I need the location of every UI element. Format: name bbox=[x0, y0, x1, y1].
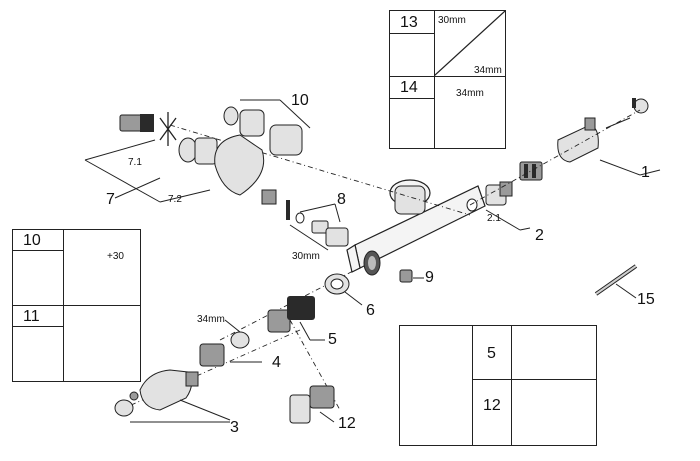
divider bbox=[13, 250, 63, 251]
divider bbox=[511, 326, 512, 445]
box-11-number: 11 bbox=[23, 308, 40, 325]
box-12-number: 12 bbox=[483, 397, 501, 414]
callout-6: 6 bbox=[366, 302, 375, 319]
part-1-thermostatic-handle bbox=[557, 98, 661, 176]
callout-12: 12 bbox=[338, 415, 356, 432]
box-13-diagonal bbox=[434, 11, 505, 76]
callout-4: 4 bbox=[272, 354, 281, 371]
box-10-number: 10 bbox=[23, 232, 41, 249]
callout-3: 3 bbox=[230, 419, 239, 436]
callout-2-1: 2.1 bbox=[487, 213, 501, 224]
box-13-dim-30mm: 30mm bbox=[438, 15, 466, 26]
part-12-fitting bbox=[289, 385, 335, 424]
part-2-cartridge bbox=[466, 161, 543, 231]
box-14-dim-34mm: 34mm bbox=[456, 88, 484, 99]
box-10-dim-plus30: +30 bbox=[107, 251, 124, 262]
divider bbox=[472, 326, 473, 445]
tools-box-13-14: 13 30mm 34mm 14 34mm bbox=[389, 10, 506, 149]
divider bbox=[13, 305, 140, 306]
divider bbox=[472, 379, 596, 380]
divider bbox=[390, 98, 434, 99]
part-8-check-valve bbox=[286, 200, 349, 251]
divider bbox=[434, 11, 435, 148]
callout-9: 9 bbox=[425, 269, 434, 286]
part-3-handle-assembly bbox=[114, 369, 231, 423]
accessory-box-10-11: 10 +30 11 bbox=[12, 229, 141, 382]
callout-2: 2 bbox=[535, 227, 544, 244]
callout-5: 5 bbox=[328, 331, 337, 348]
part-5-inlet-fitting bbox=[267, 296, 325, 341]
thermostat-body bbox=[346, 179, 486, 276]
callout-10: 10 bbox=[291, 92, 309, 109]
part-9-screw bbox=[399, 269, 424, 283]
callout-1: 1 bbox=[641, 164, 650, 181]
parts-box-5-12: 5 12 bbox=[399, 325, 597, 446]
divider bbox=[63, 230, 64, 381]
part-15-thermometer bbox=[594, 264, 638, 299]
part-6-nut bbox=[324, 273, 363, 306]
divider bbox=[13, 326, 63, 327]
callout-7-2: 7.2 bbox=[168, 194, 182, 205]
dimension-30mm: 30mm bbox=[292, 251, 320, 262]
part-4-nut bbox=[199, 319, 262, 367]
box-13-dim-34mm: 34mm bbox=[474, 65, 502, 76]
callout-7: 7 bbox=[106, 191, 115, 208]
box-13-number: 13 bbox=[400, 14, 418, 31]
box-5-number: 5 bbox=[487, 345, 496, 362]
part-7-inlet-assembly bbox=[84, 112, 277, 205]
callout-7-1: 7.1 bbox=[128, 157, 142, 168]
part-10-extension-set bbox=[223, 99, 311, 156]
divider bbox=[390, 33, 434, 34]
box-14-number: 14 bbox=[400, 79, 418, 96]
divider bbox=[390, 76, 505, 77]
callout-15: 15 bbox=[637, 291, 655, 308]
callout-8: 8 bbox=[337, 191, 346, 208]
dimension-34mm: 34mm bbox=[197, 314, 225, 325]
